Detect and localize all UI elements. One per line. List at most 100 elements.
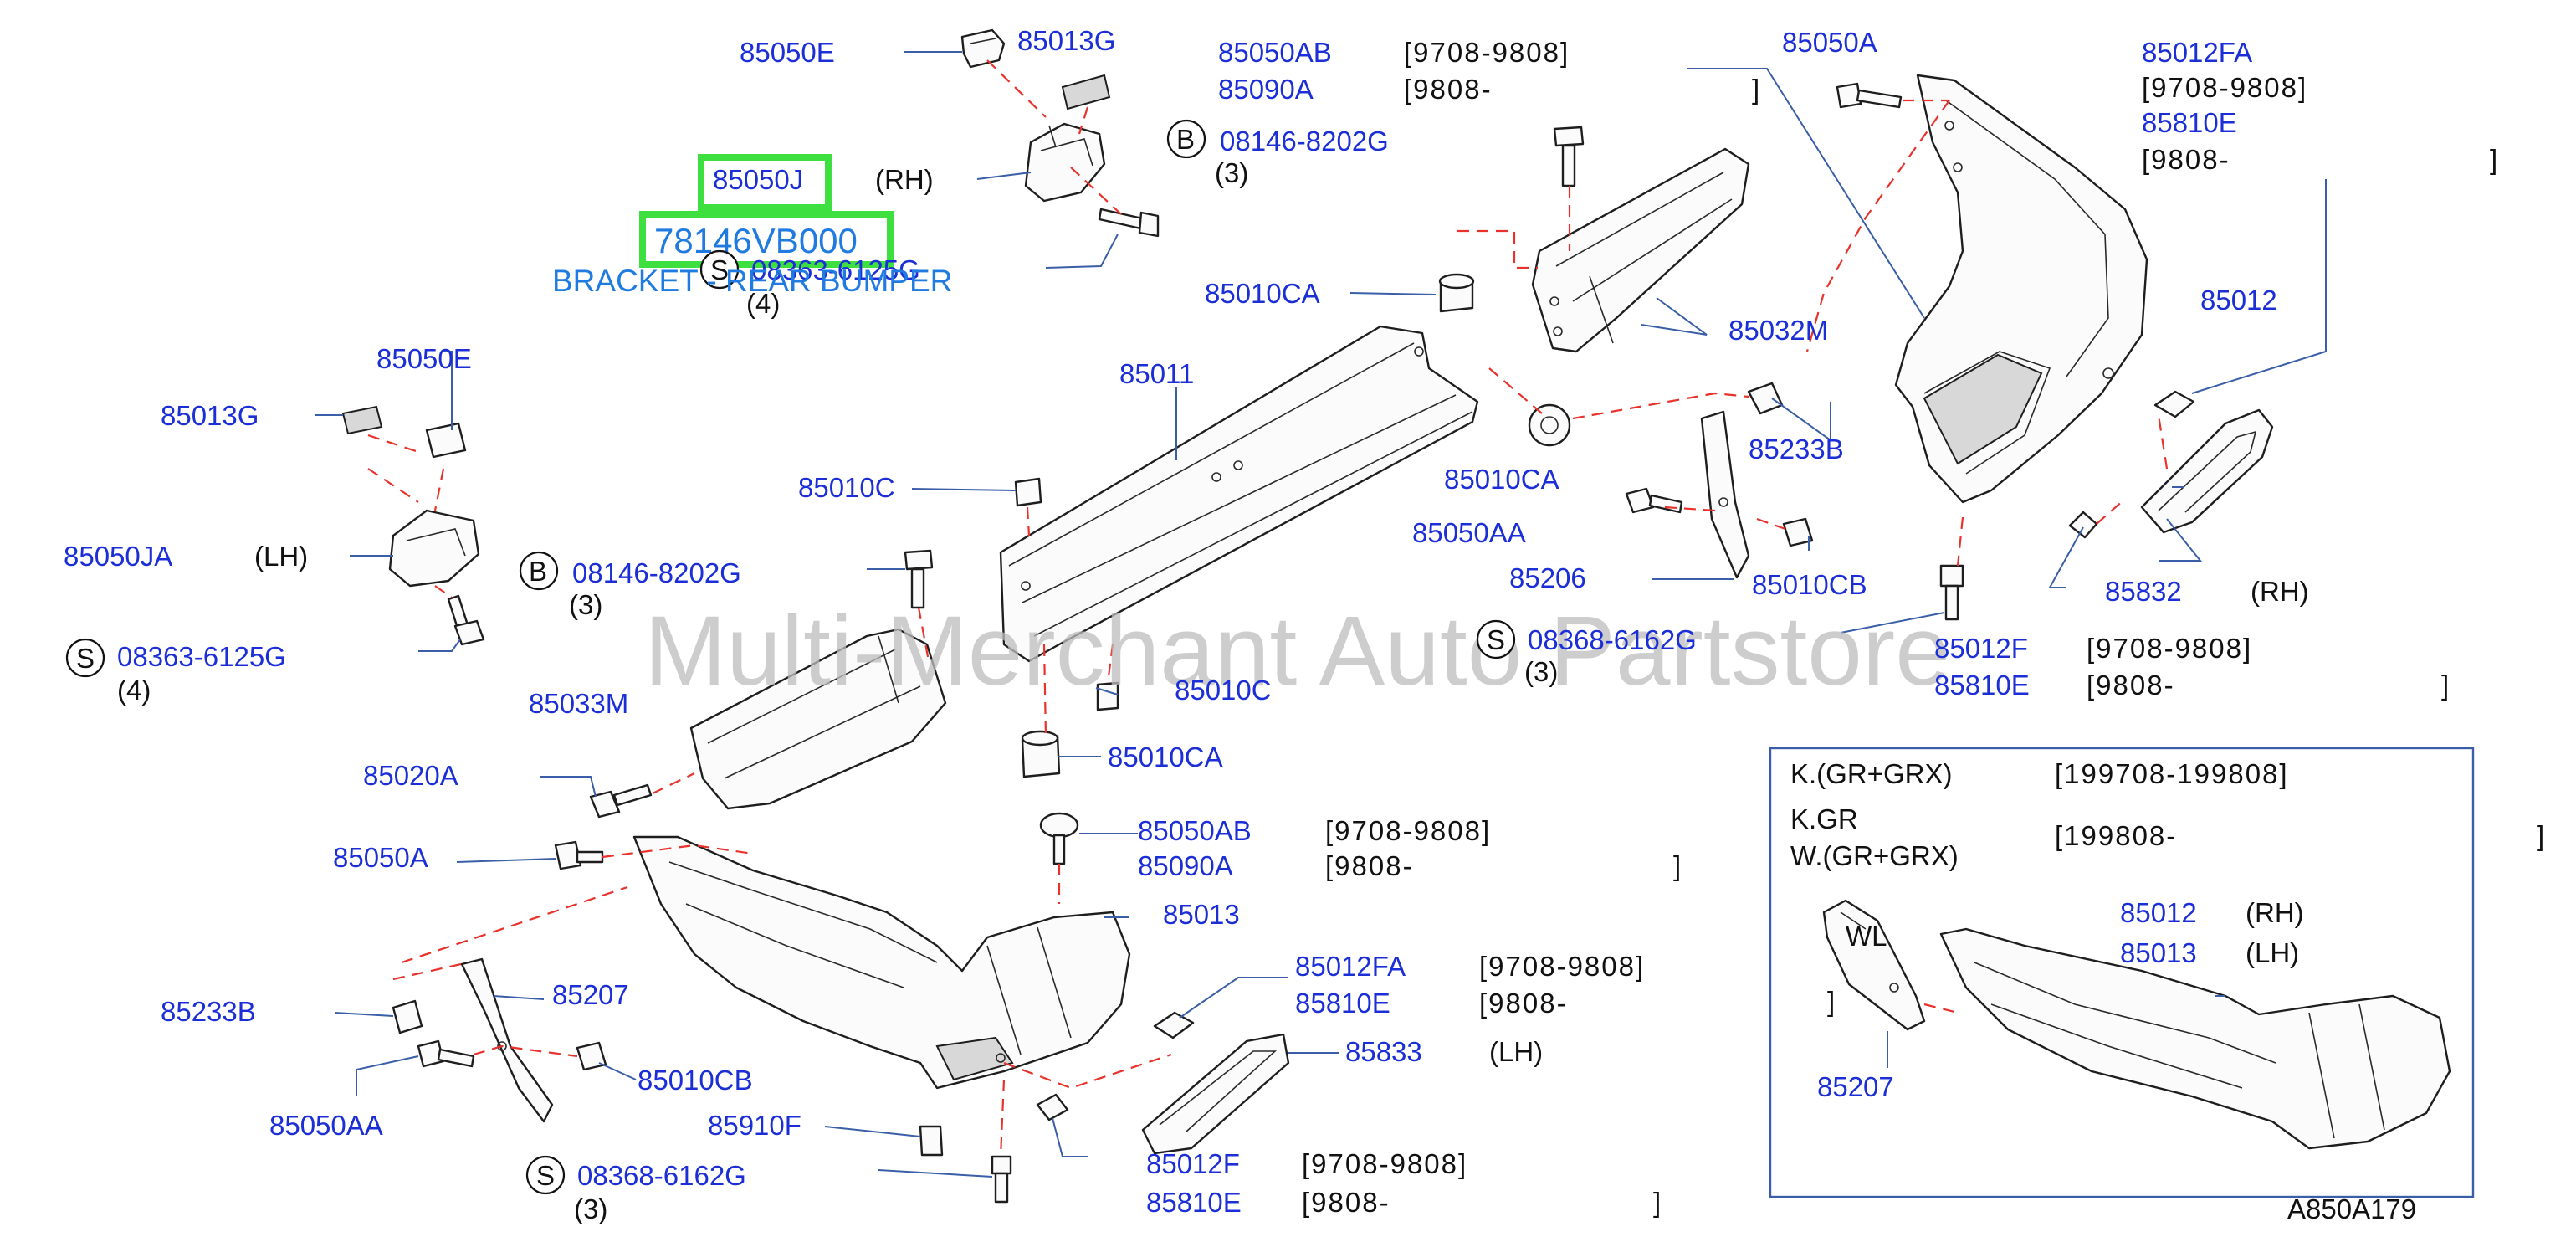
ref-mark-s-bottom: S <box>536 1160 555 1191</box>
part-label-85010ca-c[interactable]: 85010CA <box>1108 742 1223 772</box>
date-range-9708-9808-f: [9708-9808] <box>1302 1148 1467 1179</box>
part-label-85010ca-a[interactable]: 85010CA <box>1205 278 1320 309</box>
part-label-08368-6162g-bottom[interactable]: 08368-6162G <box>577 1160 746 1191</box>
part-label-85090a-top[interactable]: 85090A <box>1218 74 1314 105</box>
ref-mark-s-left: S <box>76 643 95 674</box>
part-label-85013g-top[interactable]: 85013G <box>1017 25 1115 56</box>
side-label-rh-a: (RH) <box>875 164 934 195</box>
part-description: BRACKET - REAR BUMPER <box>552 264 952 298</box>
bolt-b-mid-drawing <box>904 549 934 609</box>
inset-part-85012[interactable]: 85012 <box>2120 897 2197 928</box>
part-label-85020a[interactable]: 85020A <box>363 760 458 791</box>
part-label-85206[interactable]: 85206 <box>1509 562 1586 593</box>
bolt-85012f-right-drawing <box>1939 564 1964 621</box>
bolt-b-top-drawing <box>1553 126 1585 187</box>
clip-85233b-left-drawing <box>392 999 423 1034</box>
part-label-08363-6125g-highlight[interactable]: 08363-6125G <box>751 254 920 285</box>
part-label-85832[interactable]: 85832 <box>2105 576 2182 607</box>
bolt-85050a-left-drawing <box>554 840 604 870</box>
part-label-85010cb-right[interactable]: 85010CB <box>1752 569 1867 600</box>
part-label-85050e-left[interactable]: 85050E <box>376 343 472 374</box>
part-label-85833[interactable]: 85833 <box>1345 1036 1422 1067</box>
ref-mark-b-mid: B <box>529 556 547 587</box>
part-label-85032m[interactable]: 85032M <box>1728 315 1828 346</box>
figure-code: A850A179 <box>2287 1193 2416 1224</box>
part-label-08368-6162g-right[interactable]: 08368-6162G <box>1528 624 1697 655</box>
inset-side-rh: (RH) <box>2246 897 2304 928</box>
part-label-85010c-a[interactable]: 85010C <box>798 472 895 503</box>
part-label-85050ab-top[interactable]: 85050AB <box>1218 37 1332 68</box>
part-label-08146-8202g-mid[interactable]: 08146-8202G <box>572 557 741 588</box>
part-label-85207[interactable]: 85207 <box>552 979 629 1010</box>
bracket-85050j-drawing <box>1024 122 1106 203</box>
part-label-85233b-right[interactable]: 85233B <box>1749 434 1844 464</box>
date-range-9708-9808-c: [9708-9808] <box>2087 633 2252 664</box>
bracket-85050ja-drawing <box>388 509 480 588</box>
side-label-lh-a: (LH) <box>254 541 308 572</box>
part-label-85810e-right[interactable]: 85810E <box>1934 670 2030 701</box>
variant-inset <box>1769 747 2475 1198</box>
qty-top: (3) <box>1215 157 1248 188</box>
part-label-85050a-top[interactable]: 85050A <box>1782 27 1877 58</box>
date-range-9808-e: [9808- <box>1479 988 1568 1019</box>
bracket-close-d: ] <box>1673 850 1681 881</box>
part-label-85012fa-mid[interactable]: 85012FA <box>1295 951 1406 982</box>
part-label-85010ca-b[interactable]: 85010CA <box>1444 464 1559 495</box>
part-label-08146-8202g-top[interactable]: 08146-8202G <box>1220 126 1389 157</box>
part-label-85050aa-left[interactable]: 85050AA <box>269 1110 383 1141</box>
seal-85013g-top-drawing <box>1061 74 1111 110</box>
part-label-85012fa-top[interactable]: 85012FA <box>2142 37 2252 68</box>
ref-circle-b-mid <box>519 551 559 591</box>
stay-85207-drawing <box>460 957 554 1123</box>
part-label-85810e-top[interactable]: 85810E <box>2142 107 2237 138</box>
part-label-85010cb-left[interactable]: 85010CB <box>638 1065 753 1096</box>
part-label-85050e-top[interactable]: 85050E <box>740 37 835 68</box>
part-label-85013g-left[interactable]: 85013G <box>161 400 259 431</box>
part-label-85012[interactable]: 85012 <box>2200 285 2277 316</box>
inset-part-85207[interactable]: 85207 <box>1817 1071 1894 1102</box>
part-label-08363-6125g-left[interactable]: 08363-6125G <box>117 641 286 672</box>
part-label-85050a-left[interactable]: 85050A <box>333 842 428 873</box>
part-label-85810e-bottom[interactable]: 85810E <box>1146 1187 1242 1218</box>
part-label-85050ab-mid[interactable]: 85050AB <box>1138 815 1252 846</box>
ref-circle-s-right <box>1476 619 1516 659</box>
part-label-78146vb000[interactable]: 78146VB000 <box>654 221 858 260</box>
inset-part-85013[interactable]: 85013 <box>2120 937 2197 968</box>
part-label-85810e-mid[interactable]: 85810E <box>1295 988 1390 1019</box>
inset-bumper-drawing <box>1939 927 2451 1150</box>
bracket-85032m-drawing <box>1531 147 1750 353</box>
nut-85010cb-left-drawing <box>576 1041 607 1071</box>
side-label-lh-b: (LH) <box>1489 1036 1543 1067</box>
part-label-85012f-bottom[interactable]: 85012F <box>1146 1148 1240 1179</box>
nut-85010ca-c-drawing <box>1021 730 1061 778</box>
ref-circle-s-left <box>65 638 105 678</box>
part-label-85050j[interactable]: 85050J <box>713 164 803 195</box>
qty-mid: (3) <box>569 589 602 620</box>
highlight-box-85050j <box>698 154 832 211</box>
part-label-85050ja[interactable]: 85050JA <box>64 541 172 572</box>
qty-right: (3) <box>1524 656 1558 687</box>
bolt-85050a-top-drawing <box>1836 82 1903 109</box>
qty-bottom: (3) <box>574 1193 607 1224</box>
part-label-85011[interactable]: 85011 <box>1119 358 1194 389</box>
clip-85050e-top-drawing <box>960 28 1006 69</box>
inset-frame <box>1769 747 2475 1198</box>
date-range-9808-d: [9808- <box>1325 850 1414 881</box>
seal-85013g-left-drawing <box>341 405 383 435</box>
part-label-85910f[interactable]: 85910F <box>708 1110 801 1141</box>
rivet-85910f-drawing <box>919 1125 944 1157</box>
part-label-85050aa-right[interactable]: 85050AA <box>1412 517 1526 548</box>
part-label-85013[interactable]: 85013 <box>1163 899 1240 930</box>
ref-circle-b-top <box>1166 119 1206 159</box>
highlight-box-78146vb000 <box>639 211 894 268</box>
bracket-close-f: ] <box>1653 1187 1661 1218</box>
part-label-85233b-left[interactable]: 85233B <box>161 996 256 1027</box>
part-label-85010c-b[interactable]: 85010C <box>1175 675 1272 706</box>
part-label-85012f-right[interactable]: 85012F <box>1934 633 2028 664</box>
part-label-85090a-mid[interactable]: 85090A <box>1138 850 1233 881</box>
bolt-85020a-drawing <box>589 783 653 819</box>
part-label-85033m[interactable]: 85033M <box>529 688 628 719</box>
date-range-9708-9808-a: [9708-9808] <box>1404 37 1570 68</box>
